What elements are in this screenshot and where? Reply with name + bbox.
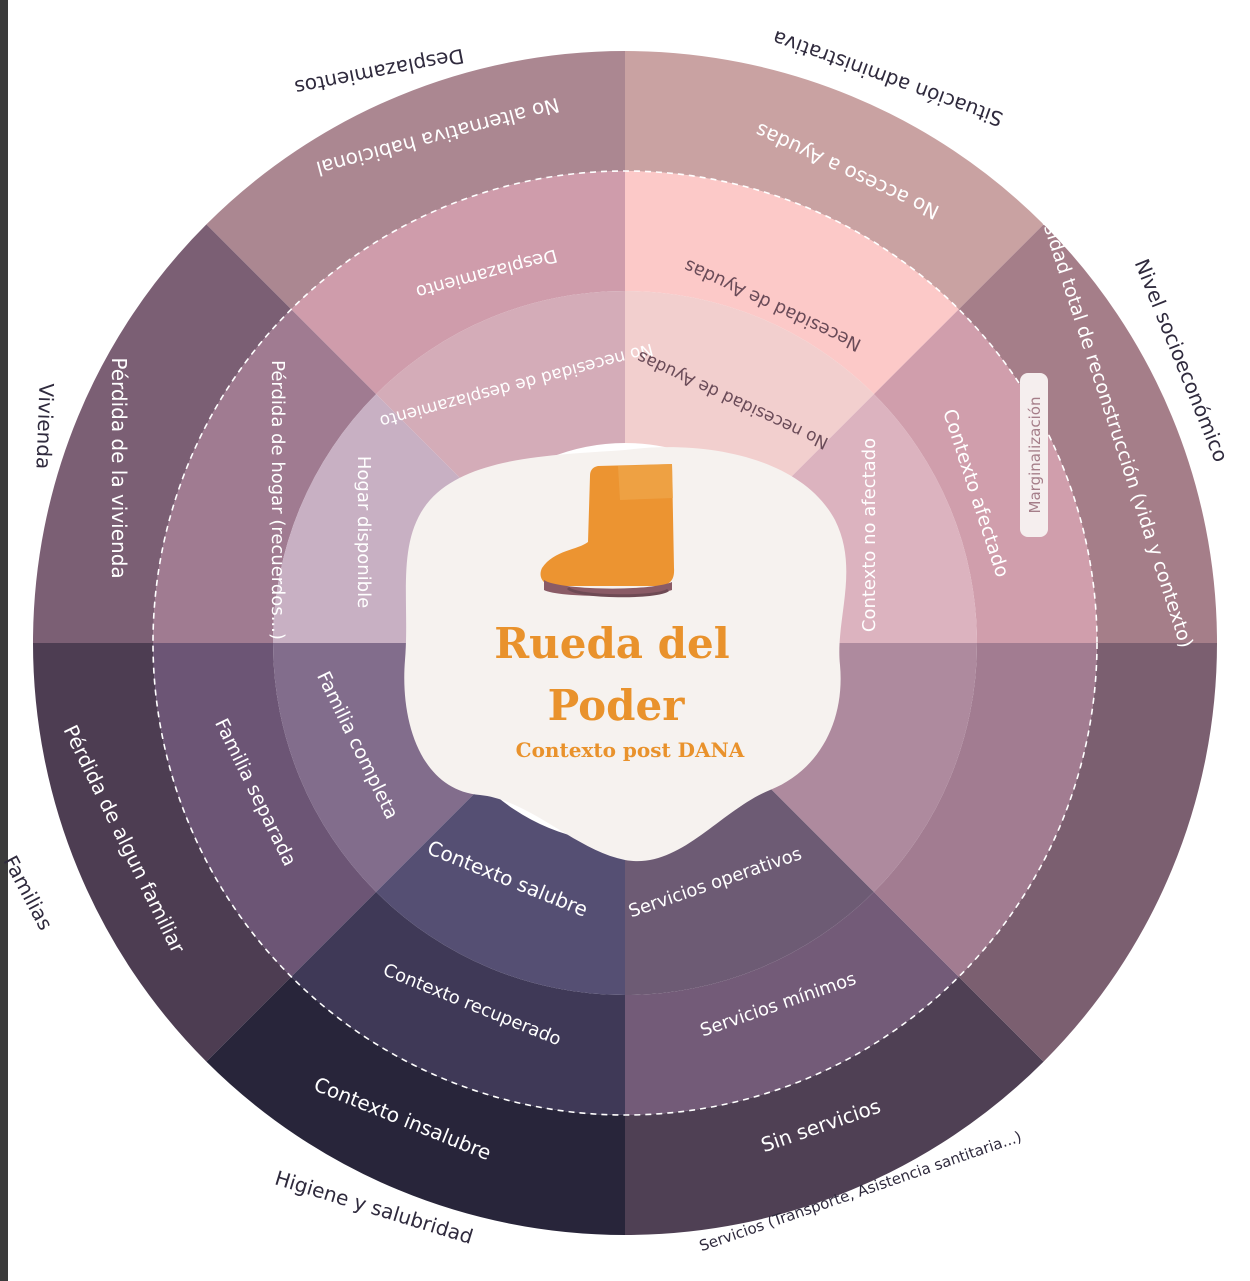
inner-label-contexto: Contexto no afectado [859,438,880,632]
category-vivienda: Vivienda [32,383,59,470]
middle-segment-ayudas [625,171,959,395]
outer-segment-higiene [206,976,625,1235]
title-line1: Rueda del [494,619,729,668]
outer-label-vivienda: Pérdida de la vivienda [107,357,131,578]
dashed-divider-ring [152,170,1098,1116]
inner-segment-salubre [376,784,625,995]
outer-segment-desplazamientos [206,51,625,310]
subtitle: Contexto post DANA [516,738,745,762]
middle-segment-desplazamiento [291,171,625,395]
inner-segment-desplazamiento [376,291,625,502]
middle-ring [153,171,1097,1115]
outer-segment-servicios [625,976,1044,1235]
rubber-boot-icon [540,464,675,598]
inner-label-hogar: Hogar disponible [353,456,374,608]
middle-segment-contexto-afectado [873,309,1097,643]
outer-segment-vivienda-upper [33,224,292,643]
middle-segment-contexto-recuperado [291,891,625,1115]
middle-segment-lower-right [873,643,1097,977]
center-blob [404,447,847,862]
outer-segment-socioeconomico [958,224,1217,643]
middle-segment-familia-separada [153,643,377,977]
marginalizacion-label: Marginalización [1026,397,1044,514]
middle-label-hogar: Pérdida de hogar (recuerdos...) [267,360,288,640]
middle-segment-servicios-minimos [625,891,959,1115]
left-edge-bar [0,0,8,1281]
outer-segment-socioeconomico-lower [958,643,1217,1062]
title-line2: Poder [548,681,686,730]
outer-segment-administrativa [625,51,1044,310]
middle-segment-hogar [153,309,377,643]
outer-ring [33,51,1217,1235]
marginalizacion-tag: Marginalización [1020,373,1048,537]
outer-segment-familias [33,643,292,1062]
category-familias: Familias [0,851,58,934]
